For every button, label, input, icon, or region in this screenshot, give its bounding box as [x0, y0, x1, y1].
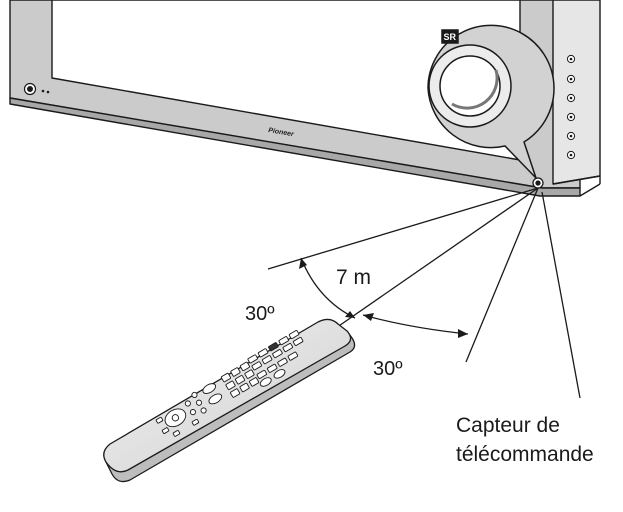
- sensor-leader-line: [541, 191, 581, 399]
- distance-label: 7 m: [336, 266, 371, 289]
- sensor-label-line1: Capteur de: [456, 414, 560, 437]
- sensor-label-line2: télécommande: [456, 443, 594, 466]
- remote-buttons: [155, 330, 304, 437]
- sensor-callout: [427, 24, 555, 179]
- arc-arrowheads: [299, 258, 468, 338]
- range-line-right: [465, 187, 539, 363]
- callout-badge: [441, 29, 459, 44]
- remote-body-top: [103, 318, 352, 473]
- angle-label-left: 30º: [245, 303, 275, 325]
- power-button: [23, 82, 37, 96]
- indicator-leds: [41, 89, 50, 94]
- angle-label-right: 30º: [373, 358, 403, 380]
- range-line-center: [332, 187, 539, 331]
- side-button-dots: [569, 57, 573, 157]
- remote-sensor: [532, 177, 544, 189]
- angle-arc-right: [362, 314, 469, 335]
- tv-brand-logo: Pioneer: [268, 127, 296, 138]
- range-line-left: [267, 187, 539, 270]
- tv-display: [9, 0, 601, 197]
- callout-badge-text: SR: [444, 32, 457, 42]
- tv-side-panel: [552, 0, 601, 185]
- remote-control: [103, 318, 356, 483]
